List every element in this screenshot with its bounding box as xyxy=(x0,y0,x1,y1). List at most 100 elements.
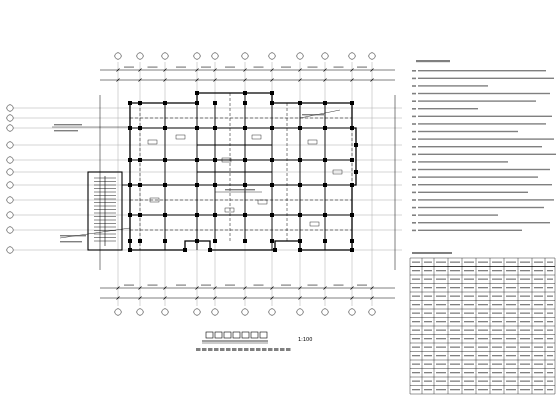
axis-bubble-left xyxy=(6,114,14,122)
table-cell-value xyxy=(412,287,420,289)
structural-column xyxy=(270,239,274,243)
table-cell-value xyxy=(436,295,446,297)
axis-bubble-top xyxy=(114,52,122,60)
table-cell-value xyxy=(492,261,502,263)
stair-block xyxy=(87,171,130,251)
dimension-tick xyxy=(243,68,247,72)
table-cell-value xyxy=(547,304,553,306)
table-cell-value xyxy=(412,363,420,365)
note-text-line xyxy=(418,229,522,231)
note-text-line xyxy=(418,199,554,201)
table-cell-value xyxy=(547,380,553,382)
dimension-value xyxy=(357,284,367,286)
dimension-value xyxy=(147,284,158,286)
table-cell-value xyxy=(450,389,460,391)
dimension-value xyxy=(201,284,211,286)
structural-column xyxy=(163,126,167,130)
dimension-tick xyxy=(270,286,274,290)
structural-column xyxy=(323,101,327,105)
structural-column xyxy=(270,158,274,162)
table-cell-value xyxy=(520,312,530,314)
dimension-value xyxy=(201,66,211,68)
dimension-tick xyxy=(350,296,354,300)
note-text-line xyxy=(418,130,518,133)
annotation-text xyxy=(54,124,82,126)
table-cell-value xyxy=(506,321,516,323)
table-cell-value xyxy=(534,355,543,357)
table-cell-value xyxy=(450,355,460,357)
axis-bubble-bottom xyxy=(161,308,169,316)
note-text-line xyxy=(418,123,546,125)
annotation-text xyxy=(225,189,255,191)
table-cell-value xyxy=(464,261,474,263)
title-character xyxy=(214,331,223,339)
axis-bubble-left xyxy=(6,124,14,132)
note-text-line xyxy=(418,222,550,224)
dimension-tick xyxy=(350,68,354,72)
table-cell-value xyxy=(436,261,446,263)
table-cell-value xyxy=(547,355,553,357)
dimension-value xyxy=(225,66,235,68)
annotation-text xyxy=(54,130,78,132)
note-number xyxy=(412,153,416,156)
note-number xyxy=(412,108,416,110)
table-cell-value xyxy=(492,355,502,357)
table-cell-value xyxy=(436,329,446,331)
dimension-tick xyxy=(298,296,302,300)
dimension-tick xyxy=(138,78,142,82)
note-number xyxy=(412,77,416,80)
table-cell-value xyxy=(412,346,420,348)
table-cell-value xyxy=(412,270,420,272)
note-text-line xyxy=(418,161,508,163)
structural-column xyxy=(270,91,274,95)
table-cell-value xyxy=(450,304,460,306)
table-cell-value xyxy=(506,287,516,289)
table-cell-value xyxy=(412,312,420,314)
table-cell-value xyxy=(478,261,488,263)
structural-column xyxy=(163,101,167,105)
title-character xyxy=(241,331,250,339)
dimension-value xyxy=(253,66,264,68)
structural-column xyxy=(298,183,302,187)
structural-column xyxy=(243,101,247,105)
dimension-tick xyxy=(116,68,120,72)
axis-bubble-bottom xyxy=(193,308,201,316)
structural-column xyxy=(273,248,277,252)
table-cell-value xyxy=(506,389,516,391)
axis-bubble-left xyxy=(6,226,14,234)
table-cell-value xyxy=(547,338,553,340)
table-cell-value xyxy=(450,321,460,323)
table-cell-value xyxy=(424,287,432,289)
structural-column xyxy=(323,213,327,217)
structural-column xyxy=(138,126,142,130)
table-cell-value xyxy=(492,287,502,289)
room-callout xyxy=(175,134,186,140)
room-callout xyxy=(257,199,268,205)
dimension-tick xyxy=(370,286,374,290)
table-cell-value xyxy=(520,287,530,289)
dimension-value xyxy=(176,66,186,68)
table-cell-value xyxy=(492,329,502,331)
table-cell-value xyxy=(492,270,502,272)
table-cell-value xyxy=(478,389,488,391)
table-cell-value xyxy=(506,261,516,263)
structural-column xyxy=(138,183,142,187)
room-callout xyxy=(147,139,158,145)
note-text-line xyxy=(418,138,554,140)
axis-bubble-left xyxy=(6,196,14,204)
dimension-lines xyxy=(99,66,396,300)
table-cell-value xyxy=(464,372,474,374)
table-cell-value xyxy=(478,372,488,374)
note-text-line xyxy=(418,168,550,171)
structural-column xyxy=(350,101,354,105)
table-cell-value xyxy=(450,287,460,289)
table-cell-value xyxy=(506,346,516,348)
title-note-character xyxy=(286,348,291,351)
table-cell-value xyxy=(450,295,460,297)
structural-column xyxy=(243,239,247,243)
table-cell-value xyxy=(492,312,502,314)
table-cell-value xyxy=(492,295,502,297)
table-cell-value xyxy=(424,312,432,314)
structural-column xyxy=(163,239,167,243)
table-cell-value xyxy=(534,295,543,297)
